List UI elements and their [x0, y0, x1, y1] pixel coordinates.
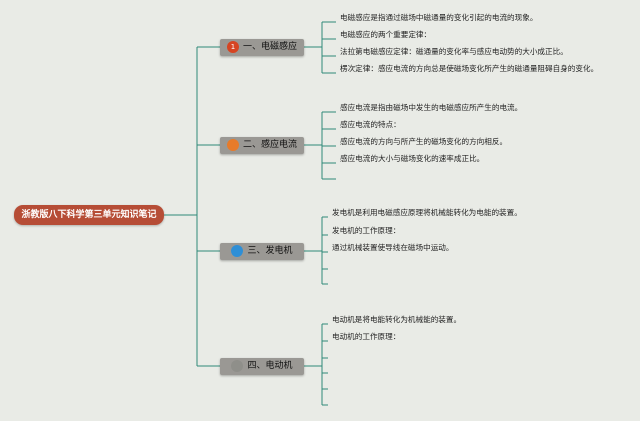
- branch-label: 三、发电机: [247, 245, 293, 256]
- leaf-text[interactable]: 感应电流是指由磁场中发生的电磁感应所产生的电流。: [340, 103, 523, 112]
- branch-label: 一、电磁感应: [242, 41, 297, 52]
- root-node[interactable]: 浙教版八下科学第三单元知识笔记: [14, 205, 164, 225]
- gray-dot-icon: [231, 360, 244, 372]
- leaf-text[interactable]: 楞次定律：感应电流的方向总是使磁场变化所产生的磁通量阻碍自身的变化。: [340, 64, 599, 73]
- leaf-text[interactable]: 感应电流的方向与所产生的磁场变化的方向相反。: [340, 137, 508, 146]
- branch-node-2[interactable]: 二、感应电流: [220, 136, 304, 154]
- number-1-icon: 1: [226, 41, 239, 53]
- leaf-text[interactable]: 发电机的工作原理：: [332, 226, 401, 235]
- leaf-text[interactable]: 电磁感应的两个重要定律：: [340, 30, 432, 39]
- leaf-text[interactable]: 电动机是将电能转化为机械能的装置。: [332, 315, 462, 324]
- orange-dot-icon: [226, 139, 239, 151]
- branch-label: 四、电动机: [247, 360, 293, 371]
- branch-node-4[interactable]: 四、电动机: [220, 357, 304, 375]
- leaf-text[interactable]: 感应电流的特点：: [340, 120, 401, 129]
- leaf-text[interactable]: 感应电流的大小与磁场变化的速率成正比。: [340, 154, 485, 163]
- leaf-text[interactable]: 法拉第电磁感应定律：磁通量的变化率与感应电动势的大小成正比。: [340, 47, 568, 56]
- leaf-text[interactable]: 电动机的工作原理：: [332, 332, 401, 341]
- blue-dot-icon: [231, 245, 244, 257]
- leaf-text[interactable]: 电磁感应是指通过磁场中磁通量的变化引起的电流的现象。: [340, 13, 538, 22]
- branch-label: 二、感应电流: [242, 139, 297, 150]
- branch-node-3[interactable]: 三、发电机: [220, 242, 304, 260]
- leaf-text[interactable]: 发电机是利用电磁感应原理将机械能转化为电能的装置。: [332, 208, 522, 217]
- leaf-text[interactable]: 通过机械装置使导线在磁场中运动。: [332, 243, 454, 252]
